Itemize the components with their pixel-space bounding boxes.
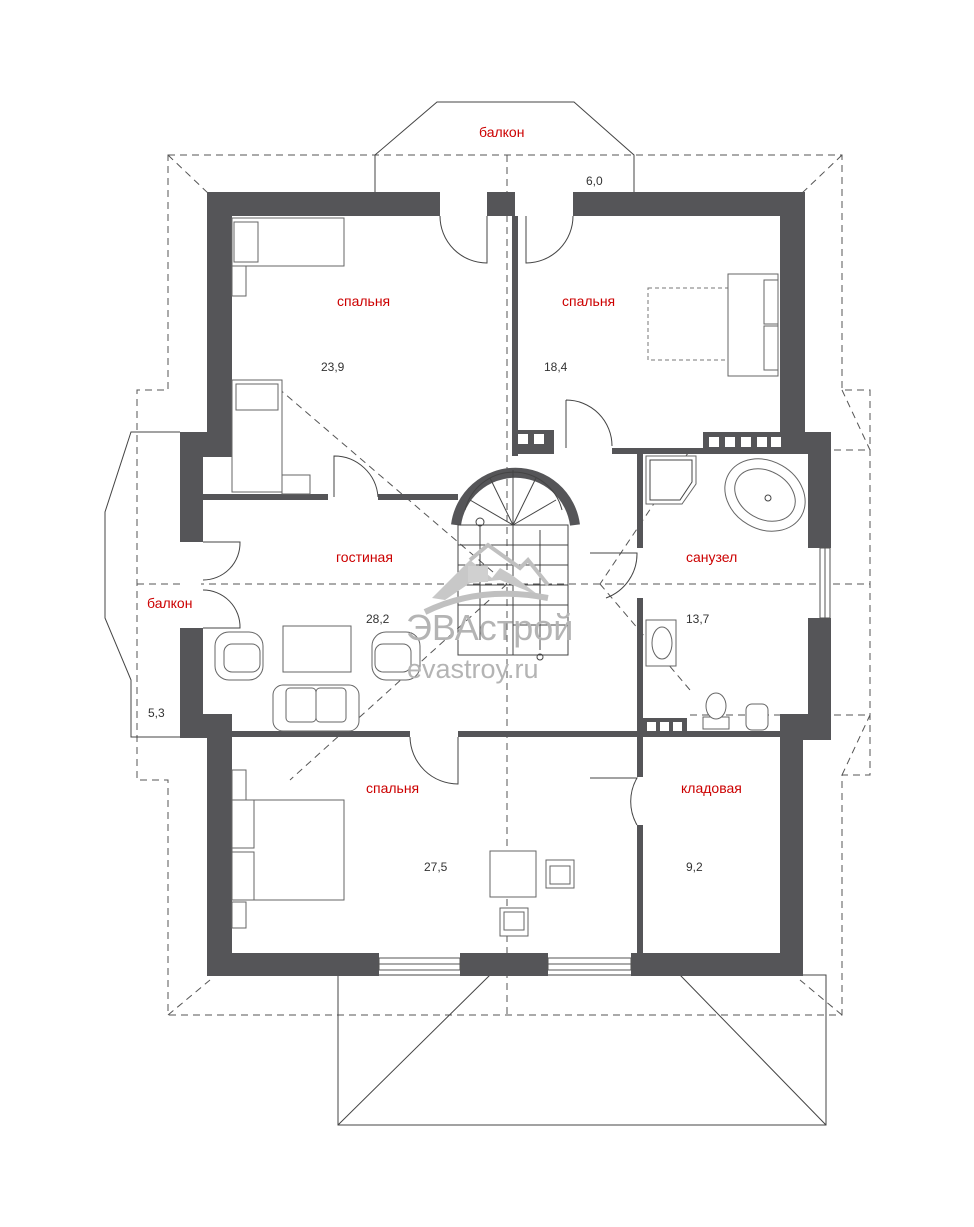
room-name-balcony-west: балкон <box>147 595 192 611</box>
balcony-west <box>104 431 180 738</box>
balcony-top <box>374 101 635 195</box>
furniture-bedroom-ne <box>647 273 779 377</box>
furniture-bedroom-nw <box>231 217 345 495</box>
room-name-balcony-top: балкон <box>479 124 524 140</box>
room-name-living: гостиная <box>336 549 393 565</box>
windows <box>183 542 831 971</box>
watermark: ЭВАстрой evastroy.ru <box>406 542 573 684</box>
area-bedroom-s: 27,5 <box>424 860 448 874</box>
area-balcony-west: 5,3 <box>148 706 165 720</box>
area-storage: 9,2 <box>686 860 703 874</box>
room-name-bedroom-ne: спальня <box>562 293 615 309</box>
vent-blocks <box>512 430 787 736</box>
room-name-bedroom-nw: спальня <box>337 293 390 309</box>
area-bathroom: 13,7 <box>686 612 710 626</box>
area-bedroom-ne: 18,4 <box>544 360 568 374</box>
room-name-storage: кладовая <box>681 780 742 796</box>
furniture-living <box>214 625 421 732</box>
room-name-bedroom-s: спальня <box>366 780 419 796</box>
area-living: 28,2 <box>366 612 390 626</box>
doors <box>202 215 638 826</box>
house-logo-icon <box>423 542 550 615</box>
room-name-bathroom: санузел <box>686 549 737 565</box>
porch-roof <box>337 974 827 1126</box>
watermark-url: evastroy.ru <box>407 654 539 684</box>
area-bedroom-nw: 23,9 <box>321 360 345 374</box>
area-balcony-top: 6,0 <box>586 174 603 188</box>
furniture-bathroom <box>645 455 806 731</box>
furniture-bedroom-s <box>231 769 575 937</box>
room-labels: балкон 6,0 спальня 23,9 спальня 18,4 гос… <box>147 124 742 874</box>
walls <box>180 192 831 976</box>
watermark-title: ЭВАстрой <box>406 607 573 648</box>
